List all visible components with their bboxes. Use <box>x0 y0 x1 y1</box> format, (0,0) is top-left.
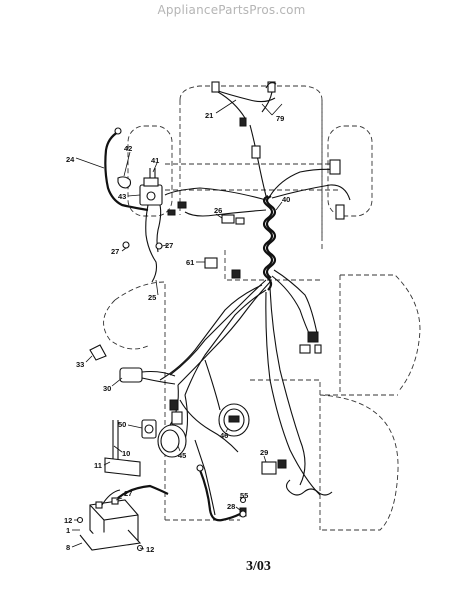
connectors-mid <box>204 145 345 354</box>
callout-27-a: 27 <box>111 247 119 256</box>
callout-1: 1 <box>66 526 70 535</box>
callout-30: 30 <box>103 384 111 393</box>
part-33 <box>89 344 107 361</box>
callout-41: 41 <box>151 156 159 165</box>
callout-40: 40 <box>282 195 290 204</box>
callout-11: 11 <box>94 461 102 470</box>
page-code: 3/03 <box>246 559 271 574</box>
callout-50: 50 <box>118 420 126 429</box>
callout-25: 25 <box>148 293 156 302</box>
callout-10: 10 <box>122 449 130 458</box>
part-50 <box>141 419 157 439</box>
callouts: 21 79 24 42 41 43 27 27 26 40 61 25 33 3… <box>64 111 290 554</box>
battery <box>76 420 169 552</box>
part-46-hour-meter <box>218 403 250 437</box>
leader-lines <box>71 99 283 550</box>
callout-27-b: 27 <box>165 241 173 250</box>
callout-27-c: 27 <box>124 489 132 498</box>
callout-26: 26 <box>214 206 222 215</box>
callout-42: 42 <box>124 144 132 153</box>
callout-43: 43 <box>118 192 126 201</box>
ground-strap-24 <box>104 127 149 212</box>
callout-46: 46 <box>220 431 228 440</box>
ignition-switch <box>117 168 187 283</box>
ground-cable <box>196 464 247 522</box>
callout-29: 29 <box>260 448 268 457</box>
callout-24: 24 <box>66 155 75 164</box>
callout-28: 28 <box>227 502 235 511</box>
callout-33: 33 <box>76 360 84 369</box>
main-harness <box>159 124 351 516</box>
headlight-connectors <box>211 81 277 127</box>
callout-79: 79 <box>276 114 284 123</box>
callout-61: 61 <box>186 258 194 267</box>
callout-8: 8 <box>66 543 70 552</box>
callout-55: 55 <box>240 491 248 500</box>
callout-12-b: 12 <box>146 545 154 554</box>
callout-45: 45 <box>178 451 186 460</box>
tractor-outline <box>103 85 421 531</box>
solenoid-30 <box>119 367 183 425</box>
callout-12-a: 12 <box>64 516 72 525</box>
watermark: AppliancePartsPros.com <box>157 3 306 17</box>
callout-21: 21 <box>205 111 213 120</box>
part-29 <box>261 459 287 475</box>
